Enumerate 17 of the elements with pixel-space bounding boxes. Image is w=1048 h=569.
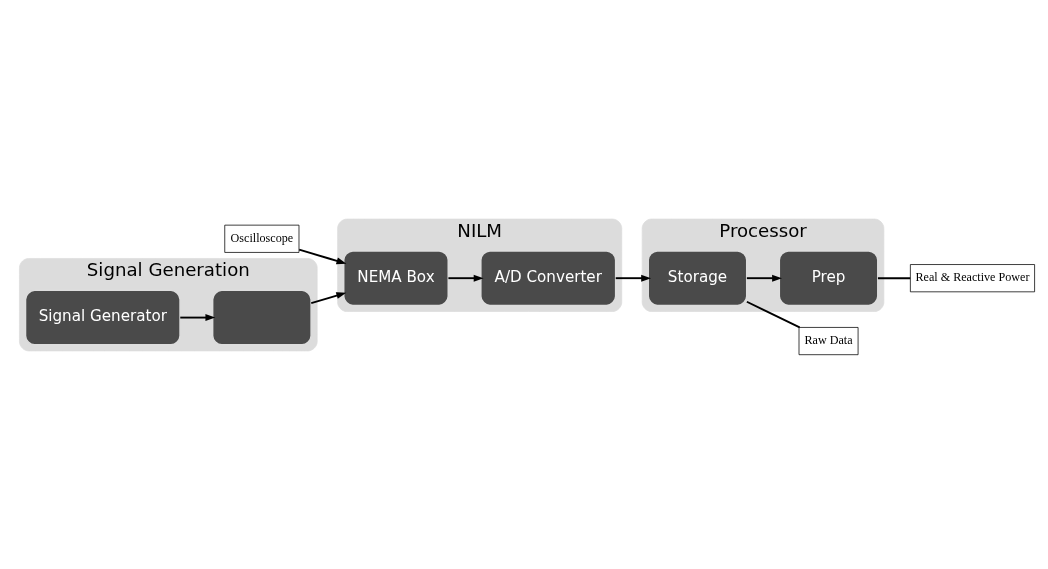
arrow bbox=[614, 274, 652, 282]
node-box bbox=[211, 289, 312, 346]
connector bbox=[876, 276, 912, 279]
arrow bbox=[447, 274, 484, 282]
connector bbox=[745, 300, 801, 328]
node-box: Storage bbox=[647, 249, 748, 306]
arrow bbox=[179, 313, 216, 321]
arrow bbox=[310, 291, 347, 304]
node-box: NEMA Box bbox=[342, 249, 449, 306]
node-box: Real & Reactive Power bbox=[910, 263, 1035, 292]
arrow bbox=[298, 248, 347, 264]
node-box: Signal Generator bbox=[24, 289, 181, 346]
arrow bbox=[745, 274, 782, 282]
node-box: Oscilloscope bbox=[224, 224, 300, 253]
node-box: Prep bbox=[778, 249, 879, 306]
node-box: Raw Data bbox=[798, 326, 859, 355]
node-box: A/D Converter bbox=[480, 249, 617, 306]
